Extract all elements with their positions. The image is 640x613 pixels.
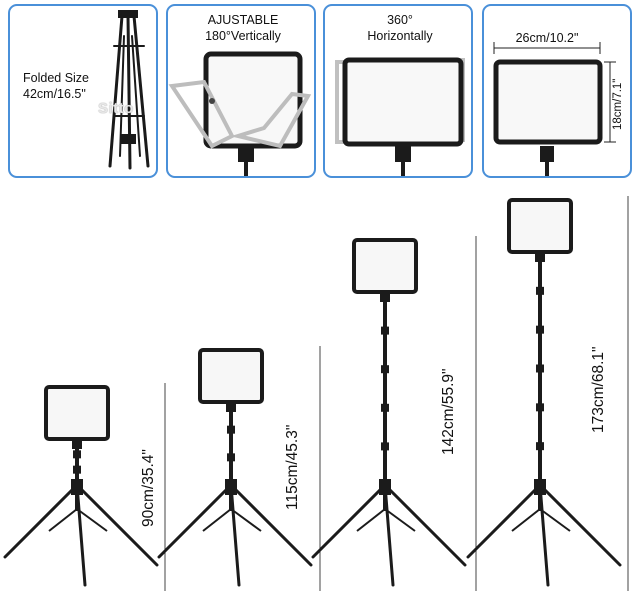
stand-2-leg-right [229,483,313,567]
height-label-173cm: 173cm/68.1" [590,346,607,434]
stand-1-leg-left [3,483,79,559]
horizontal-rotation-illustration [335,57,465,176]
stand-3-brace-right [384,508,416,532]
stand-4-leg-right [538,483,622,567]
rotation-degree-label: 360° [387,13,413,27]
stand-1-pole-joint-2 [73,465,81,474]
stand-4-brace-right [539,508,571,532]
stand-2-brace-left [202,508,232,532]
stand-3-pole-joint-3 [381,403,389,412]
dimensions-illustration [493,42,616,176]
stand-4-pole-joint-3 [536,364,544,373]
stand-4-pole-joint-5 [536,442,544,451]
stand-3-light-panel [352,238,418,294]
stand-2-mount [226,400,236,412]
panel-dimensions: 26cm/10.2" 18cm/7.1" [482,4,632,178]
folded-size-label: Folded Size [23,71,90,85]
light-stands-illustration [3,196,629,591]
stand-3-pole-joint-4 [381,442,389,451]
stand-3-brace-left [356,508,386,532]
height-dimension-label: 18cm/7.1" [612,78,624,130]
height-label-90cm: 90cm/35.4" [140,449,157,527]
stand-4-leg-left [466,483,542,559]
stand-2-brace-right [230,508,262,532]
height-label-115cm: 115cm/45.3" [284,424,301,510]
stand-1-light-panel [44,385,110,441]
stand-2-leg-left [157,483,233,559]
stand-3-mount [380,290,390,302]
stand-1-leg-right [75,483,159,567]
stand-1-mount [72,437,82,449]
panel-folded-size: Folded Size 42cm/16.5" Sitto [8,4,158,178]
vertical-angle-label: 180°Vertically [205,29,281,43]
stand-1-pole-joint-1 [73,450,81,459]
stand-4-light-panel [507,198,573,254]
brand-logo: Sitto [98,100,134,117]
stand-4-mount [535,250,545,262]
panel-vertical-tilt: AJUSTABLE 180°Vertically [166,4,316,178]
width-dimension-label: 26cm/10.2" [515,31,579,45]
stand-3-hub [379,479,391,495]
stand-3-leg-right [383,483,467,567]
stand-2-hub [225,479,237,495]
vertical-tilt-illustration [168,51,312,176]
stand-1-brace-left [48,508,78,532]
panel-horizontal-rotation: 360° Horizontally [323,4,473,178]
stand-2-pole-joint-2 [227,453,235,462]
height-label-142cm: 142cm/55.9" [440,368,457,456]
stand-2-light-panel [198,348,264,404]
stand-2-pole-joint-1 [227,425,235,434]
stand-3-pole-joint-1 [381,326,389,335]
stand-3-leg-left [311,483,387,559]
stand-4-brace-left [511,508,541,532]
folded-size-value: 42cm/16.5" [23,87,86,101]
stand-4-pole-joint-4 [536,403,544,412]
stand-1-brace-right [76,508,108,532]
stand-4-pole-joint-1 [536,286,544,295]
stand-3-pole-joint-2 [381,365,389,374]
folded-tripod-illustration [108,10,150,170]
adjustable-label: AJUSTABLE [207,13,279,27]
stand-1-hub [71,479,83,495]
stand-4-hub [534,479,546,495]
stand-4-pole-joint-2 [536,325,544,334]
horizontal-label: Horizontally [367,29,433,43]
